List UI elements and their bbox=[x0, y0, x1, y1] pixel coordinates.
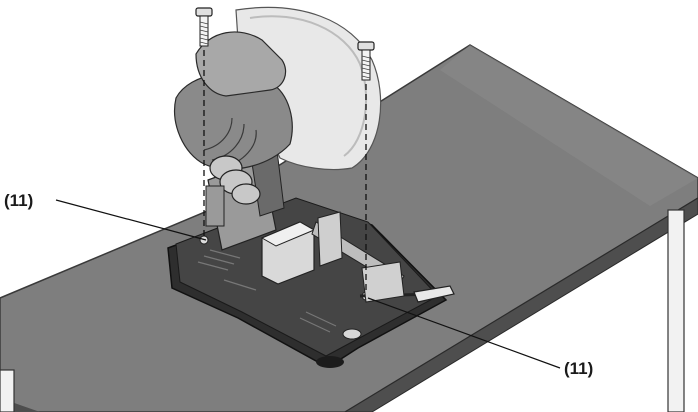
leader-line-right bbox=[367, 297, 561, 369]
table-front-edge bbox=[344, 197, 698, 412]
table-leg-left bbox=[0, 369, 15, 412]
foot-front bbox=[316, 356, 344, 368]
callout-label-right: (11) bbox=[564, 359, 593, 378]
saw-handle bbox=[195, 31, 287, 97]
leader-line-left bbox=[55, 199, 207, 241]
vise-handle bbox=[413, 285, 455, 303]
bolt-icon bbox=[195, 7, 213, 47]
bolt-icon bbox=[357, 41, 375, 81]
vise-assembly bbox=[260, 211, 455, 303]
callout-label-left: (11) bbox=[4, 191, 33, 210]
foot-right bbox=[342, 328, 362, 340]
table-leg-right bbox=[667, 209, 685, 412]
